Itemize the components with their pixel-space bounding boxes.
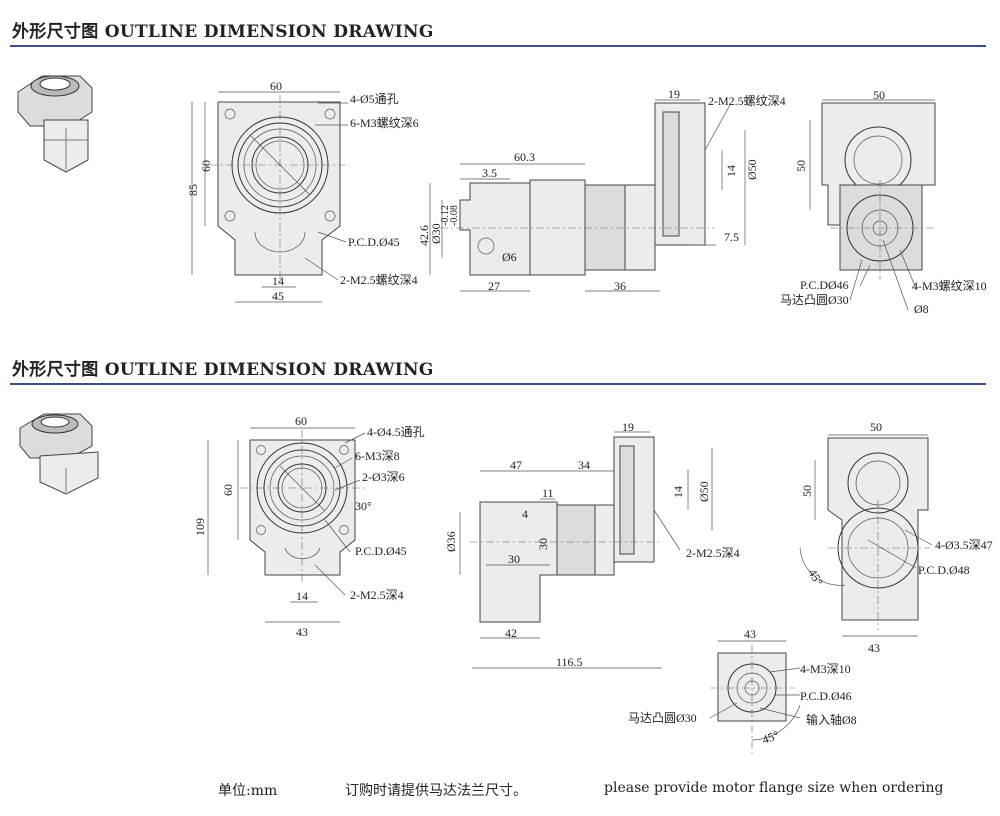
label2-pcd-46: P.C.D.Ø46 — [800, 689, 852, 703]
label2-input-shaft: 输入轴Ø8 — [806, 712, 857, 727]
dim2-height-30: 30 — [536, 538, 550, 550]
dim-height-426: 42.6 — [417, 225, 431, 246]
dim-dia-50: Ø50 — [745, 159, 759, 180]
dim-length-35: 3.5 — [482, 166, 497, 180]
dim2-bottom-14: 14 — [296, 589, 308, 603]
dim2-width-19: 19 — [622, 420, 634, 434]
rear-view-1 — [809, 99, 936, 311]
dim2-length-4: 4 — [522, 507, 528, 521]
dim-bottom-45: 45 — [272, 289, 284, 303]
label2-holes-35: 4-Ø3.5深47 — [935, 538, 993, 552]
dim-height-85: 85 — [186, 184, 200, 196]
dim-length-36: 36 — [614, 279, 626, 293]
section2-title: 外形尺寸图 OUTLINE DIMENSION DRAWING — [12, 360, 434, 380]
label2-pin-holes: 2-Ø3深6 — [362, 470, 405, 484]
section1-title: 外形尺寸图 OUTLINE DIMENSION DRAWING — [12, 22, 434, 42]
label2-through-holes: 4-Ø4.5通孔 — [367, 425, 425, 439]
dim2-dia-50: Ø50 — [697, 481, 711, 502]
dim2-width-60: 60 — [295, 414, 307, 428]
side-view-1 — [429, 99, 746, 292]
dim2-dia-36: Ø36 — [444, 531, 458, 552]
label-through-holes: 4-Ø5通孔 — [350, 92, 399, 106]
dim2-rear-height-50: 50 — [800, 485, 814, 497]
dim2-height-109: 109 — [193, 518, 207, 536]
dim2-length-34: 34 — [578, 458, 590, 472]
side-view-2 — [459, 431, 713, 669]
footer-note-en: please provide motor flange size when or… — [604, 780, 944, 796]
dim-dia-30: Ø30 — [429, 223, 443, 244]
dim2-height-60: 60 — [221, 484, 235, 496]
dim-height-60: 60 — [199, 160, 213, 172]
tolerance-upper: -0.12 — [440, 205, 451, 226]
section2-rule — [10, 383, 986, 385]
dim-length-603: 60.3 — [514, 150, 535, 164]
gearbox-thumbnail-1 — [17, 75, 93, 173]
label2-angle-30: 30° — [355, 499, 372, 513]
dim2-side-14: 14 — [671, 486, 685, 498]
label2-side-tap: 2-M2.5深4 — [686, 546, 740, 560]
footer-note-cn: 订购时请提供马达法兰尺寸。 — [345, 783, 527, 799]
dim-dia-6: Ø6 — [502, 250, 517, 264]
label2-tapped-holes: 6-M3深8 — [355, 449, 400, 463]
gearbox-thumbnail-2 — [19, 413, 99, 495]
dim-length-75: 7.5 — [724, 230, 739, 244]
dim-rear-height-50: 50 — [794, 160, 808, 172]
front-view-1 — [191, 91, 350, 303]
dim2-rear-width-43: 43 — [868, 641, 880, 655]
front-view-2 — [207, 427, 366, 623]
dim-length-27: 27 — [488, 279, 500, 293]
rear-view-2 — [799, 434, 933, 637]
label-pcd-45: P.C.D.Ø45 — [348, 235, 400, 249]
dim-width-19: 19 — [668, 87, 680, 101]
dim-bottom-14: 14 — [272, 274, 284, 288]
label-tap-m25: 2-M2.5螺纹深4 — [340, 273, 418, 287]
label2-pcd-48: P.C.D.Ø48 — [918, 563, 970, 577]
dim2-length-11: 11 — [542, 486, 554, 500]
dim2-rear-width-50: 50 — [870, 420, 882, 434]
motor-flange-view-2 — [709, 640, 801, 755]
label2-tap-m3-10: 4-M3深10 — [800, 662, 851, 676]
label2-angle-45b: 45° — [760, 728, 781, 747]
dim-width-60: 60 — [270, 79, 282, 93]
label2-pcd-45: P.C.D.Ø45 — [355, 544, 407, 558]
footer-unit: 单位:mm — [218, 783, 278, 799]
section1-header: 外形尺寸图 OUTLINE DIMENSION DRAWING — [10, 15, 986, 47]
label2-motor-boss: 马达凸圆Ø30 — [628, 711, 697, 725]
label-side-tap: 2-M2.5螺纹深4 — [708, 94, 786, 108]
dim-rear-width-50: 50 — [873, 88, 885, 102]
dim2-length-1165: 116.5 — [556, 655, 583, 669]
dim2-length-42: 42 — [505, 626, 517, 640]
dim-side-14: 14 — [724, 165, 738, 177]
section2-header: 外形尺寸图 OUTLINE DIMENSION DRAWING — [10, 353, 986, 385]
label2-tap-m25: 2-M2.5深4 — [350, 588, 404, 602]
label-pcd-46: P.C.DØ46 — [800, 278, 849, 292]
label-tapped-holes: 6-M3螺纹深6 — [350, 116, 419, 130]
label-dia-8: Ø8 — [914, 302, 929, 316]
tolerance-lower: -0.08 — [449, 205, 460, 226]
section1-rule — [10, 45, 986, 47]
label-motor-boss: 马达凸圆Ø30 — [780, 293, 849, 307]
label-tap-m3-10: 4-M3螺纹深10 — [912, 279, 987, 293]
dim2-bottom-43: 43 — [296, 625, 308, 639]
dim2-length-47: 47 — [510, 458, 522, 472]
dim2-length-30: 30 — [508, 552, 520, 566]
dim2-motor-43: 43 — [744, 627, 756, 641]
